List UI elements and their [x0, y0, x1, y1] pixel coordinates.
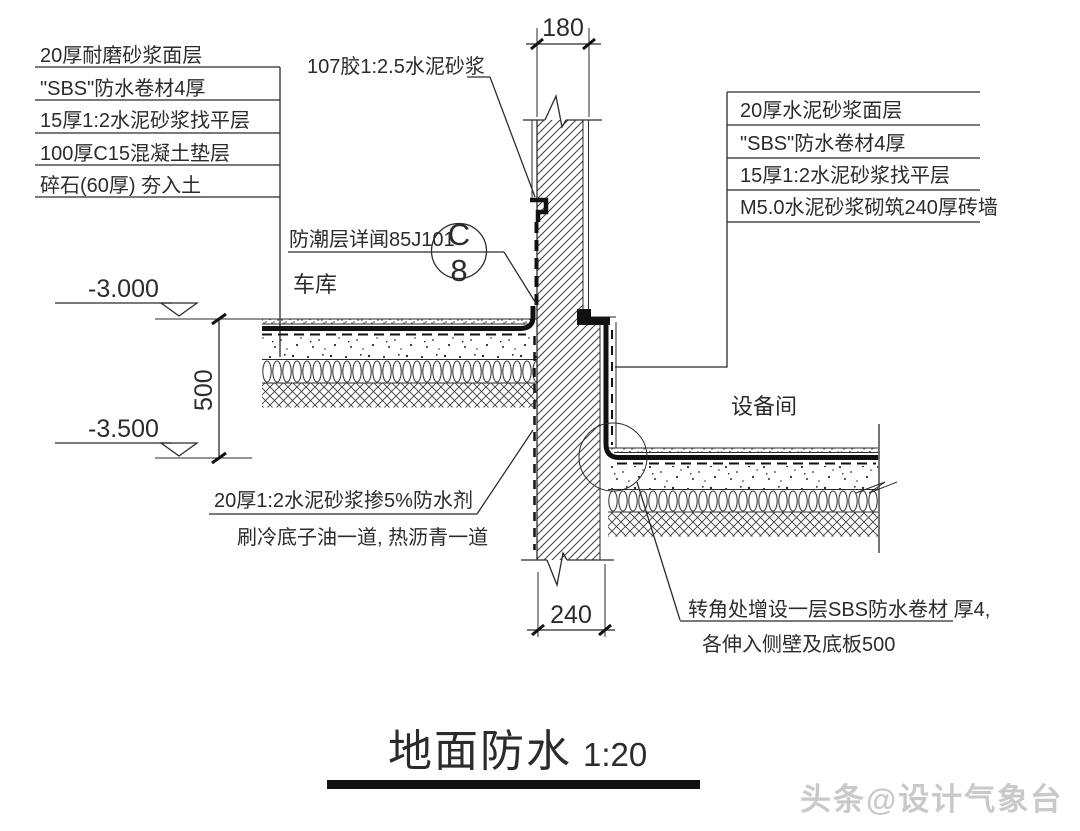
- left-floor-concrete: [262, 337, 537, 359]
- left-layer-label-4: 100厚C15混凝土垫层: [40, 142, 230, 165]
- dim-500-value: 500: [190, 369, 218, 411]
- corner-note-line1: 转角处增设一层SBS防水卷材 厚4,: [688, 598, 990, 621]
- drawing-title: 地面防水: [388, 727, 572, 776]
- glue-mortar-note: 107胶1:2.5水泥砂浆: [307, 55, 485, 78]
- left-layer-label-3: 15厚1:2水泥砂浆找平层: [40, 109, 250, 132]
- detail-reference-bubble: [430, 222, 488, 280]
- elevation-triangle-icon: [158, 442, 200, 457]
- wall-waterproof-annotation: 20厚1:2水泥砂浆掺5%防水剂 刷冷底子油一道, 热沥青一道: [209, 429, 534, 549]
- damp-proof-note: 防潮层详闻85J101: [289, 228, 455, 251]
- wall-waterproof-note-line1: 20厚1:2水泥砂浆掺5%防水剂: [214, 489, 473, 512]
- left-layer-leader-lines: [35, 66, 281, 357]
- left-floor-wear-layer: [262, 319, 537, 324]
- elevation-upper-value: -3.000: [88, 275, 159, 303]
- title-block: 地面防水 1:20: [327, 727, 700, 789]
- wall-section: [521, 93, 617, 588]
- left-floor-gravel: [262, 360, 537, 383]
- left-floor-soil: [262, 383, 537, 408]
- right-floor-gravel: [608, 490, 878, 512]
- dimension-500: 500: [190, 312, 227, 465]
- dim-240-value: 240: [550, 601, 592, 629]
- corner-detail-circle: [578, 422, 648, 492]
- dimension-180: 180: [526, 14, 601, 117]
- detail-bubble-number: 8: [450, 253, 467, 288]
- dim-180-value: 180: [542, 14, 584, 42]
- glue-mortar-annotation: 107胶1:2.5水泥砂浆: [307, 55, 536, 198]
- room-label-equipment: 设备间: [731, 394, 797, 419]
- right-layer-annotations: 20厚水泥砂浆面层 "SBS"防水卷材4厚 15厚1:2水泥砂浆找平层 M5.0…: [615, 91, 998, 368]
- right-layer-label-2: "SBS"防水卷材4厚: [740, 132, 905, 155]
- drawing-scale: 1:20: [583, 736, 647, 773]
- watermark: 头条@设计气象台: [800, 782, 1063, 817]
- detail-bubble-letter: C: [448, 217, 470, 252]
- right-floor-membrane: [603, 325, 878, 460]
- left-floor-section: [155, 306, 537, 408]
- right-layer-label-3: 15厚1:2水泥砂浆找平层: [740, 164, 950, 187]
- right-floor-soil: [608, 512, 878, 537]
- elevation-lower-value: -3.500: [88, 415, 159, 443]
- right-layer-label-4: M5.0水泥砂浆砌筑240厚砖墙: [740, 196, 998, 219]
- damp-proof-step: [530, 197, 549, 222]
- elevation-lower-mark: -3.500: [55, 415, 252, 459]
- left-floor-membrane: [262, 306, 536, 331]
- dimension-240: 240: [527, 564, 615, 637]
- damp-proof-annotation: 防潮层详闻85J101 C 8: [288, 217, 538, 306]
- elevation-upper-mark: -3.000: [55, 275, 200, 317]
- right-floor-concrete: [608, 466, 878, 489]
- right-layer-label-1: 20厚水泥砂浆面层: [740, 99, 902, 122]
- left-layer-annotations: 20厚耐磨砂浆面层 "SBS"防水卷材4厚 15厚1:2水泥砂浆找平层 100厚…: [35, 44, 281, 357]
- corner-note-line2: 各伸入侧壁及底板500: [702, 633, 895, 656]
- title-underline: [327, 780, 700, 789]
- right-layer-leader-lines: [615, 91, 980, 368]
- right-floor-surface-layer: [608, 448, 878, 453]
- break-arrow-icon: [855, 481, 898, 494]
- left-layer-label-5: 碎石(60厚) 夯入土: [40, 174, 201, 197]
- corner-detail-annotation: 转角处增设一层SBS防水卷材 厚4, 各伸入侧壁及底板500: [578, 422, 990, 656]
- right-floor-section: [603, 325, 898, 553]
- wall-waterproof-note-line2: 刷冷底子油一道, 热沥青一道: [237, 526, 488, 549]
- brick-wall-hatch: [537, 120, 600, 560]
- elevation-triangle-icon: [158, 302, 200, 317]
- right-membrane-step: [577, 309, 591, 317]
- room-label-garage: 车库: [293, 272, 337, 297]
- left-layer-label-2: "SBS"防水卷材4厚: [40, 77, 205, 100]
- left-layer-label-1: 20厚耐磨砂浆面层: [40, 44, 202, 67]
